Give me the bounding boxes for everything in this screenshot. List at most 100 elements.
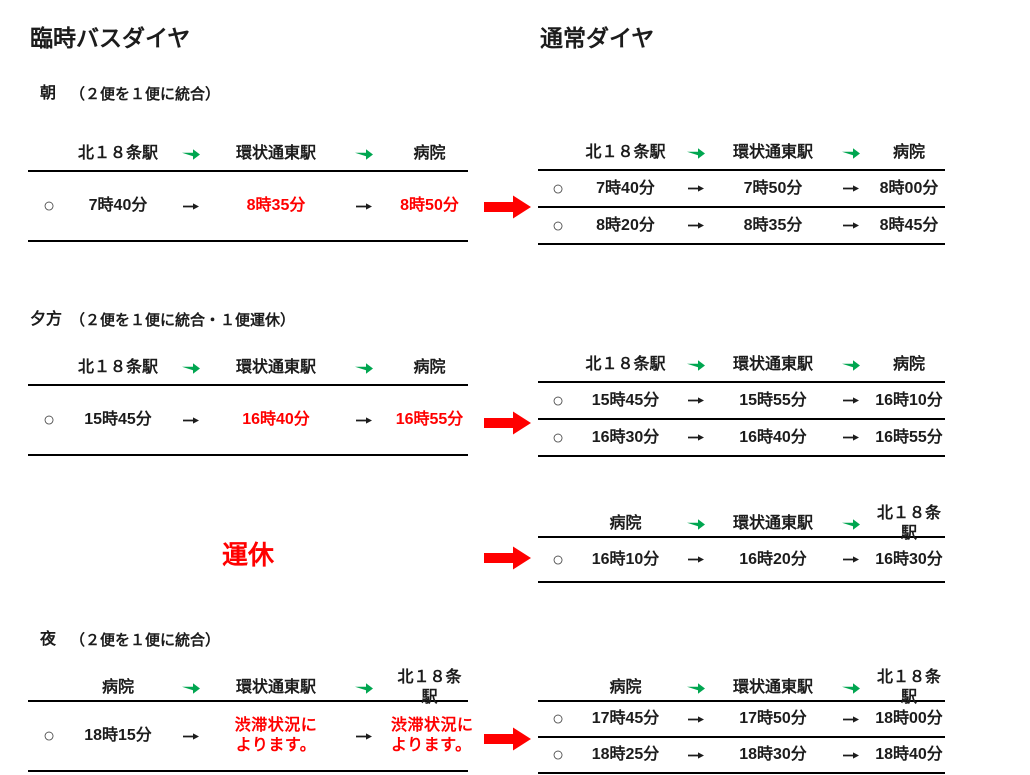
black-arrow-icon <box>355 732 372 740</box>
time-cell: 15時45分 <box>591 391 660 409</box>
time-cell: 8時00分 <box>879 179 939 197</box>
black-arrow-icon <box>842 397 859 404</box>
table-rule <box>538 418 945 420</box>
station-header: 病院 <box>892 356 925 373</box>
timetable-row: ○ 18時25分 18時30分 18時40分 <box>538 738 945 772</box>
time-cell: 15時55分 <box>739 391 807 409</box>
station-header: 環状通東駅 <box>732 679 813 696</box>
table-rule <box>28 454 468 456</box>
black-arrow-icon <box>687 397 704 404</box>
timetable-row: ○ 15時45分 15時55分 16時10分 <box>538 383 945 418</box>
station-header: 環状通東駅 <box>235 679 316 696</box>
timetable-row: ○ 17時45分 17時50分 18時00分 <box>538 702 945 736</box>
circle-marker-icon: ○ <box>42 409 56 431</box>
header-row: 北１８条駅 環状通東駅 病院 <box>28 138 468 170</box>
black-arrow-icon <box>842 222 859 229</box>
station-header: 環状通東駅 <box>732 144 813 161</box>
temp-night-table: 病院 環状通東駅 北１８条駅 ○ 18時15分 渋滞状況に よります。 渋滞状況… <box>28 668 474 772</box>
table-rule <box>28 384 468 386</box>
green-arrow-icon <box>686 518 705 530</box>
station-header: 病院 <box>101 679 134 696</box>
table-rule <box>28 170 468 172</box>
black-arrow-icon <box>355 416 372 424</box>
normal-schedule-title: 通常ダイヤ <box>540 25 655 51</box>
station-header: 環状通東駅 <box>235 359 316 376</box>
green-arrow-icon <box>686 682 705 694</box>
station-header: 北１８条駅 <box>876 505 941 542</box>
normal-suspended-table: 病院 環状通東駅 北１８条駅 ○ 16時10分 16時20分 16時30分 <box>538 504 945 583</box>
table-rule <box>538 243 945 245</box>
time-cell-changed: 8時50分 <box>400 197 459 214</box>
black-arrow-icon <box>842 715 859 723</box>
station-header: 病院 <box>609 515 642 532</box>
section-label-evening: 夕方 <box>30 311 63 328</box>
time-cell: 16時30分 <box>591 428 660 446</box>
header-row: 北１８条駅 環状通東駅 病院 <box>538 349 945 381</box>
header-row: 北１８条駅 環状通東駅 病院 <box>28 352 468 384</box>
black-arrow-icon <box>842 556 859 563</box>
time-cell-changed: 16時55分 <box>395 411 464 428</box>
timetable-row: ○ 16時30分 16時40分 16時55分 <box>538 420 945 455</box>
time-cell: 16時40分 <box>739 428 807 446</box>
normal-evening-table: 北１８条駅 環状通東駅 病院 ○ 15時45分 15時55分 16時10分 ○ … <box>538 349 945 457</box>
circle-marker-icon: ○ <box>42 195 56 217</box>
time-cell: 18時40分 <box>875 746 943 763</box>
black-arrow-icon <box>183 202 199 210</box>
time-cell: 16時10分 <box>591 550 660 568</box>
table-rule <box>538 772 945 774</box>
temp-schedule-title: 臨時バスダイヤ <box>30 25 191 51</box>
black-arrow-icon <box>183 732 199 740</box>
red-arrow-icon <box>484 727 531 751</box>
circle-marker-icon: ○ <box>42 725 56 747</box>
green-arrow-icon <box>354 682 373 694</box>
station-header: 病院 <box>413 145 446 162</box>
normal-night-table: 病院 環状通東駅 北１８条駅 ○ 17時45分 17時50分 18時00分 ○ … <box>538 668 945 774</box>
red-arrow-icon <box>484 546 531 570</box>
table-rule <box>538 700 945 702</box>
time-cell: 17時45分 <box>591 710 660 727</box>
time-cell: 17時50分 <box>739 710 807 727</box>
time-cell: 8時35分 <box>743 216 803 234</box>
station-header: 病院 <box>892 144 925 161</box>
black-arrow-icon <box>687 222 704 229</box>
green-arrow-icon <box>354 148 373 160</box>
circle-marker-icon: ○ <box>551 389 565 412</box>
section-note-morning: （２便を１便に統合） <box>70 86 221 103</box>
black-arrow-icon <box>842 751 859 759</box>
circle-marker-icon: ○ <box>551 708 565 730</box>
time-cell-changed: 渋滞状況に よります。 <box>391 717 474 754</box>
timetable-row: ○ 16時10分 16時20分 16時30分 <box>538 538 945 581</box>
station-header: 北１８条駅 <box>585 144 666 161</box>
green-arrow-icon <box>182 682 200 694</box>
black-arrow-icon <box>842 434 859 441</box>
time-cell: 18時30分 <box>739 746 807 763</box>
time-cell-changed: 16時40分 <box>242 411 310 428</box>
circle-marker-icon: ○ <box>551 426 565 449</box>
table-rule <box>538 206 945 208</box>
timetable-row: ○ 15時45分 16時40分 16時55分 <box>28 386 468 454</box>
section-label-night: 夜 <box>40 631 57 648</box>
station-header: 病院 <box>413 359 446 376</box>
red-arrow-icon <box>484 195 531 219</box>
circle-marker-icon: ○ <box>551 744 565 766</box>
station-header: 環状通東駅 <box>732 515 813 532</box>
time-cell: 7時40分 <box>88 197 148 214</box>
black-arrow-icon <box>687 556 704 563</box>
time-cell: 7時40分 <box>596 179 655 197</box>
time-cell: 18時25分 <box>591 746 660 763</box>
circle-marker-icon: ○ <box>551 214 565 237</box>
timetable-row: ○ 7時40分 8時35分 8時50分 <box>28 172 468 240</box>
timetable-row: ○ 18時15分 渋滞状況に よります。 渋滞状況に よります。 <box>28 702 474 770</box>
black-arrow-icon <box>687 751 704 759</box>
time-cell: 16時30分 <box>875 550 943 568</box>
time-cell: 18時15分 <box>84 727 152 744</box>
black-arrow-icon <box>687 185 704 192</box>
table-rule <box>538 455 945 457</box>
black-arrow-icon <box>842 185 859 192</box>
green-arrow-icon <box>686 147 705 159</box>
circle-marker-icon: ○ <box>551 177 565 200</box>
green-arrow-icon <box>182 362 200 374</box>
circle-marker-icon: ○ <box>551 548 565 571</box>
black-arrow-icon <box>687 715 704 723</box>
